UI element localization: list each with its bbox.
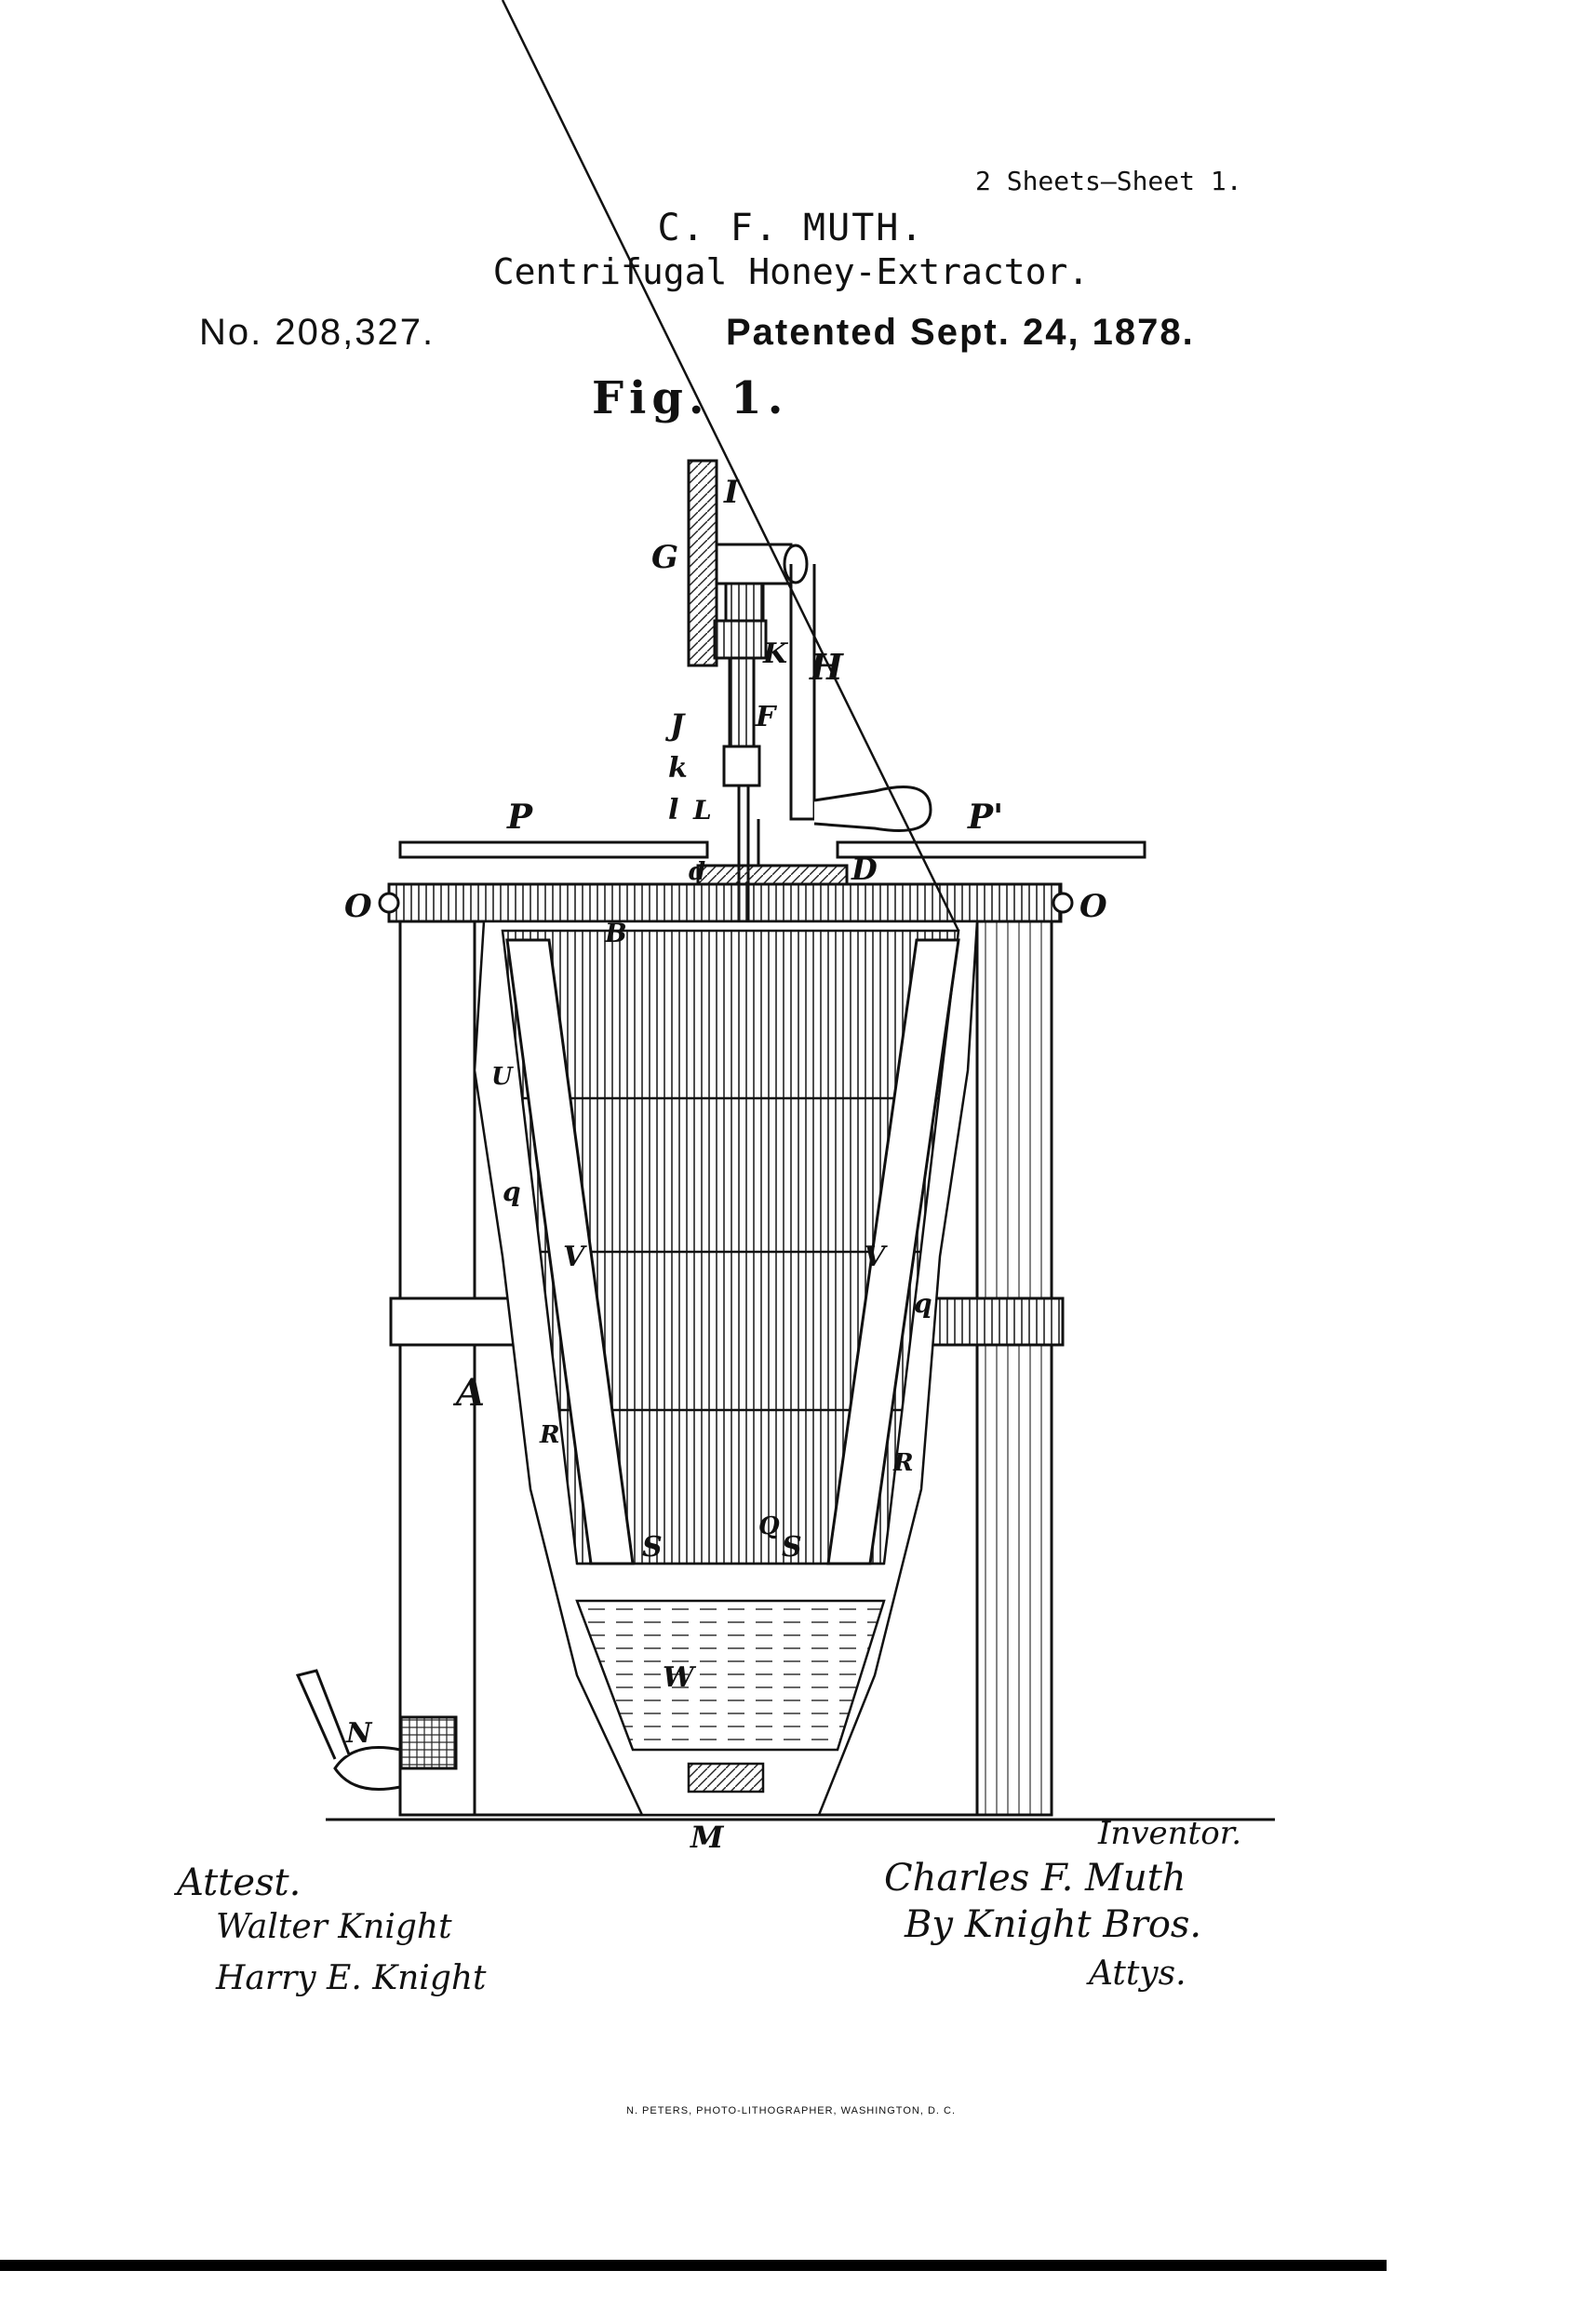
inventor-signature: Charles F. Muth [884,1857,1186,1900]
ref-letter: A [452,1371,485,1415]
bracket [757,819,819,867]
crank-gear [687,459,718,667]
ref-letter: V [563,1241,587,1273]
ref-letter: O [344,888,372,925]
ref-letter: J [664,707,686,743]
ref-letter: H [809,646,844,688]
ref-letter: O [1079,888,1107,925]
reference-letters: I G K H J F k l L P P' d D O O B U q V V… [344,474,1107,1855]
patent-number: No. 208,327. [199,312,436,353]
ref-letter: S [782,1531,802,1564]
attorney-by-line: By Knight Bros. [905,1903,1202,1946]
ref-letter: k [668,752,688,785]
ref-letter: R [892,1449,914,1477]
ref-letter: U [491,1063,514,1091]
patent-title: Centrifugal Honey-Extractor. [492,251,1090,292]
ref-letter: I [723,474,740,511]
scan-edge-bar [0,2260,1387,2271]
crank-arm [789,564,932,832]
witness-signature-1: Walter Knight [216,1908,452,1946]
attest-label: Attest. [177,1861,302,1904]
patent-date: Patented Sept. 24, 1878. [726,312,1195,353]
crank-hub [713,543,809,660]
figure-label: Fig. 1. [592,372,789,424]
ref-letter: S [642,1531,663,1564]
ref-letter: K [762,638,789,670]
ref-letter: P' [967,798,1003,837]
inventor-label: Inventor. [1098,1815,1242,1852]
attorneys-label: Attys. [1089,1955,1186,1993]
ref-letter: q [503,1176,521,1207]
ref-letter: V [864,1241,888,1273]
inventor-name: C. F. MUTH. [657,207,925,249]
ref-letter: d [689,858,705,886]
ref-letter: Q [758,1512,780,1540]
ref-letter: R [539,1421,560,1449]
honey-gate [295,1669,458,1791]
comb-frames [505,938,960,1565]
ref-letter: G [651,539,678,576]
honey-reservoir [575,1599,886,1793]
ref-letter: L [692,795,712,826]
lid [398,840,1146,886]
ref-letter: B [604,918,627,948]
ref-letter: M [690,1820,725,1855]
ref-letter: l [668,794,678,826]
witness-signature-2: Harry E. Knight [216,1959,487,1997]
ref-letter: P [506,798,533,837]
interior-cutaway [473,0,979,1817]
ref-letter: q [914,1288,932,1319]
ref-letter: N [345,1717,373,1750]
ref-letter: D [851,852,878,887]
ref-letter: W [663,1661,697,1694]
printer-credit: N. PETERS, PHOTO-LITHOGRAPHER, WASHINGTO… [626,2105,956,2116]
ref-letter: F [755,701,778,733]
sheet-number: 2 Sheets—Sheet 1. [975,166,1242,196]
